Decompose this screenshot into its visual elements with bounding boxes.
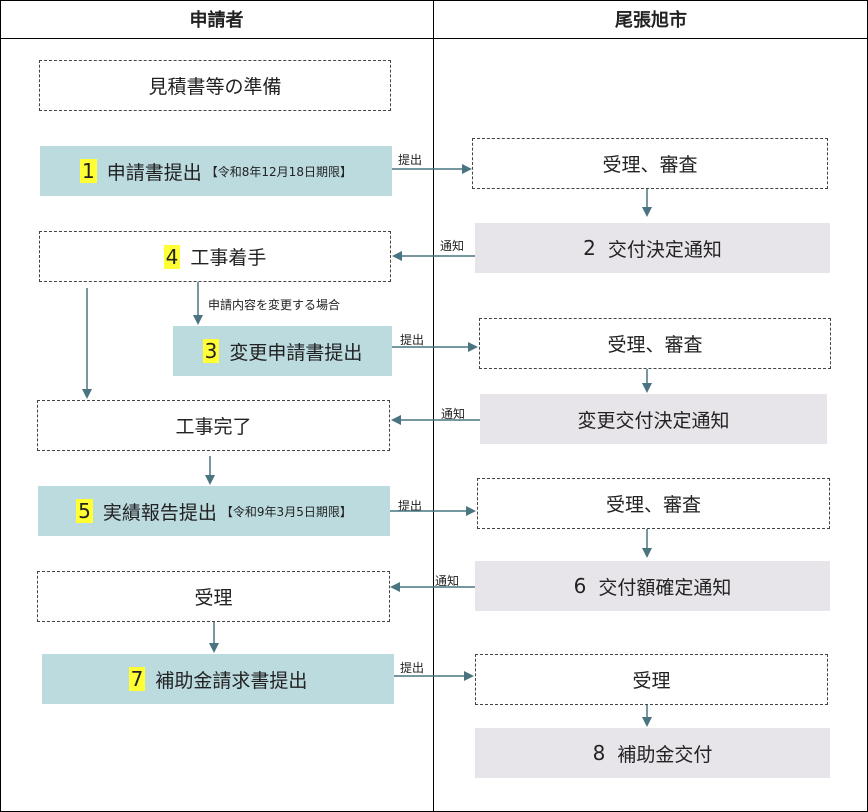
edge-label-notice1: 通知 bbox=[440, 239, 465, 253]
review1-box: 受理、審査 bbox=[472, 138, 828, 189]
review1-label: 受理、審査 bbox=[602, 154, 698, 176]
header-applicant: 申請者 bbox=[189, 10, 244, 31]
step6-number: 6 bbox=[573, 574, 587, 598]
step6-box: 6 交付額確定通知 bbox=[475, 561, 830, 611]
step4-label: 工事着手 bbox=[190, 247, 267, 269]
change-notice-box: 変更交付決定通知 bbox=[480, 394, 827, 444]
column-divider bbox=[433, 0, 434, 812]
step2-label: 交付決定通知 bbox=[607, 238, 722, 261]
step5-label: 実績報告提出 bbox=[102, 501, 217, 524]
complete-label: 工事完了 bbox=[175, 416, 252, 438]
step5-box: 5 実績報告提出 【令和9年3月5日期限】 bbox=[38, 486, 390, 536]
step8-box: 8 補助金交付 bbox=[475, 728, 830, 778]
step7-label: 補助金請求書提出 bbox=[155, 669, 308, 692]
step4-number: 4 bbox=[163, 244, 181, 269]
step3-label: 変更申請書提出 bbox=[229, 341, 363, 364]
step1-deadline: 【令和8年12月18日期限】 bbox=[205, 164, 352, 179]
review2-label: 受理、審査 bbox=[607, 334, 703, 356]
header-divider bbox=[0, 38, 868, 39]
step1-box: 1 申請書提出 【令和8年12月18日期限】 bbox=[40, 146, 392, 196]
receipt1-label: 受理 bbox=[194, 587, 233, 609]
step6-label: 交付額確定通知 bbox=[598, 576, 732, 599]
step1-label: 申請書提出 bbox=[106, 161, 202, 184]
step4-box: 4 工事着手 bbox=[39, 231, 391, 282]
step8-label: 補助金交付 bbox=[617, 743, 713, 766]
step5-deadline: 【令和9年3月5日期限】 bbox=[220, 504, 352, 519]
step2-box: 2 交付決定通知 bbox=[475, 223, 830, 273]
change-notice-label: 変更交付決定通知 bbox=[577, 409, 730, 432]
step3-box: 3 変更申請書提出 bbox=[173, 326, 392, 376]
review2-box: 受理、審査 bbox=[479, 318, 831, 369]
prep-box: 見積書等の準備 bbox=[39, 60, 391, 111]
step7-box: 7 補助金請求書提出 bbox=[42, 654, 394, 704]
step3-number: 3 bbox=[202, 339, 220, 363]
step7-number: 7 bbox=[128, 667, 146, 691]
complete-box: 工事完了 bbox=[37, 400, 390, 451]
prep-label: 見積書等の準備 bbox=[148, 76, 282, 98]
receipt2-box: 受理 bbox=[475, 654, 828, 705]
edge-label-notice2: 通知 bbox=[441, 407, 466, 421]
header-city: 尾張旭市 bbox=[615, 10, 687, 31]
step8-number: 8 bbox=[592, 741, 606, 765]
review3-box: 受理、審査 bbox=[477, 478, 830, 529]
change-condition-label: 申請内容を変更する場合 bbox=[208, 298, 341, 312]
edge-label-submit1: 提出 bbox=[398, 153, 423, 167]
edge-label-submit2: 提出 bbox=[400, 333, 425, 347]
step2-number: 2 bbox=[583, 236, 596, 260]
step1-number: 1 bbox=[80, 159, 97, 183]
edge-label-notice3: 通知 bbox=[435, 574, 460, 588]
edge-label-submit3: 提出 bbox=[398, 499, 423, 513]
receipt2-label: 受理 bbox=[632, 670, 671, 692]
step5-number: 5 bbox=[76, 499, 93, 523]
edge-label-submit4: 提出 bbox=[400, 661, 425, 675]
receipt1-box: 受理 bbox=[37, 571, 390, 622]
review3-label: 受理、審査 bbox=[605, 494, 701, 516]
